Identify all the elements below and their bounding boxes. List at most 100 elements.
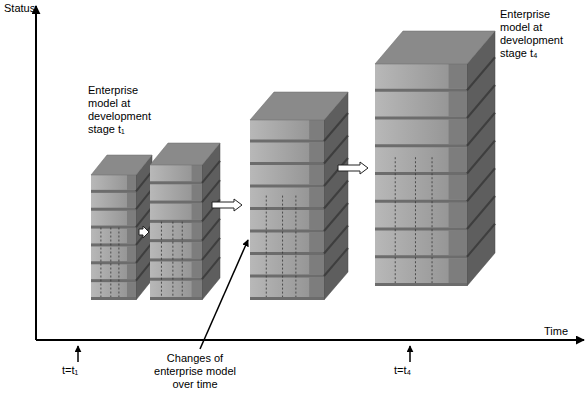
slab-strip — [449, 92, 467, 117]
time-axis — [36, 339, 584, 341]
tick-arrow — [77, 346, 79, 362]
slab — [91, 282, 136, 297]
slab-edge — [136, 207, 152, 227]
slab — [91, 211, 136, 226]
side-face — [136, 155, 152, 300]
slab-edge — [467, 168, 495, 201]
pointer-label: Changes of enterprise model over time — [145, 352, 245, 391]
slab-edge — [324, 158, 348, 186]
slab-edge — [136, 243, 152, 263]
slab-strip — [127, 246, 136, 261]
slab-strip — [309, 188, 324, 208]
model-stack — [250, 92, 348, 300]
side-face — [202, 143, 220, 300]
slab — [150, 281, 202, 297]
slab-strip — [309, 165, 324, 185]
slab-edge — [324, 226, 348, 254]
slab-strip — [127, 175, 136, 190]
front-face — [250, 120, 324, 300]
slab-strip — [449, 120, 467, 145]
slab — [375, 258, 467, 283]
front-face — [91, 175, 136, 300]
slab — [250, 278, 324, 298]
slab-edge — [467, 113, 495, 146]
flow-arrows — [139, 162, 368, 238]
division-line — [282, 196, 283, 297]
stack-group — [91, 31, 495, 300]
slab — [250, 165, 324, 185]
slab-strip — [449, 147, 467, 172]
slab-strip — [309, 143, 324, 163]
slab — [91, 229, 136, 244]
slab — [375, 64, 467, 89]
slab-strip — [127, 211, 136, 226]
slab-edge — [324, 113, 348, 141]
slab — [250, 120, 324, 140]
axis-label: Status — [4, 2, 35, 15]
slab-strip — [192, 165, 202, 181]
side-face — [467, 31, 495, 286]
slab-edge — [324, 181, 348, 209]
slab-edge — [467, 224, 495, 257]
slab-strip — [127, 282, 136, 297]
slab — [91, 175, 136, 190]
division-line — [161, 222, 162, 297]
stage-label: Enterprise model at development stage t₁ — [88, 84, 160, 136]
slab — [375, 203, 467, 228]
slab — [375, 120, 467, 145]
division-line — [182, 222, 183, 297]
hollow-arrow — [338, 162, 368, 174]
slab-edge — [136, 171, 152, 191]
slab-strip — [309, 255, 324, 275]
slab — [250, 188, 324, 208]
slab — [250, 210, 324, 230]
axis-label: Time — [544, 325, 568, 338]
slab — [150, 223, 202, 239]
slab-edge — [467, 196, 495, 229]
slab-strip — [309, 120, 324, 140]
slab — [375, 231, 467, 256]
slab-strip — [309, 210, 324, 230]
slab-strip — [449, 175, 467, 200]
slab-edge — [202, 180, 220, 202]
slab-strip — [192, 184, 202, 200]
slab-edge — [136, 225, 152, 245]
slab — [375, 175, 467, 200]
front-face — [150, 165, 202, 300]
slab-strip — [127, 229, 136, 244]
slab — [91, 246, 136, 261]
stage-label: Enterprise model at development stage t₄ — [500, 8, 576, 60]
slab — [91, 264, 136, 279]
slab-strip — [449, 231, 467, 256]
model-stack — [91, 155, 152, 300]
slab — [375, 147, 467, 172]
slab-strip — [192, 242, 202, 258]
slab-edge — [202, 161, 220, 183]
slab-strip — [192, 204, 202, 220]
slab-edge — [202, 238, 220, 260]
slab-edge — [324, 248, 348, 276]
top-face — [375, 31, 495, 64]
slab — [250, 255, 324, 275]
division-line — [295, 196, 296, 297]
top-face — [250, 92, 348, 120]
slab-edge — [136, 189, 152, 209]
slab — [150, 261, 202, 277]
slab — [150, 165, 202, 181]
slab-strip — [192, 281, 202, 297]
slab — [250, 143, 324, 163]
slab-edge — [202, 257, 220, 279]
slab-strip — [449, 64, 467, 89]
slab-strip — [127, 193, 136, 208]
slab — [250, 233, 324, 253]
slab-edge — [467, 141, 495, 174]
division-line — [100, 228, 101, 298]
slab-edge — [324, 203, 348, 231]
time-label: t=t₄ — [394, 364, 411, 377]
division-line — [118, 228, 119, 298]
slab — [150, 184, 202, 200]
tick-arrow — [409, 346, 411, 362]
model-stack — [150, 143, 220, 300]
